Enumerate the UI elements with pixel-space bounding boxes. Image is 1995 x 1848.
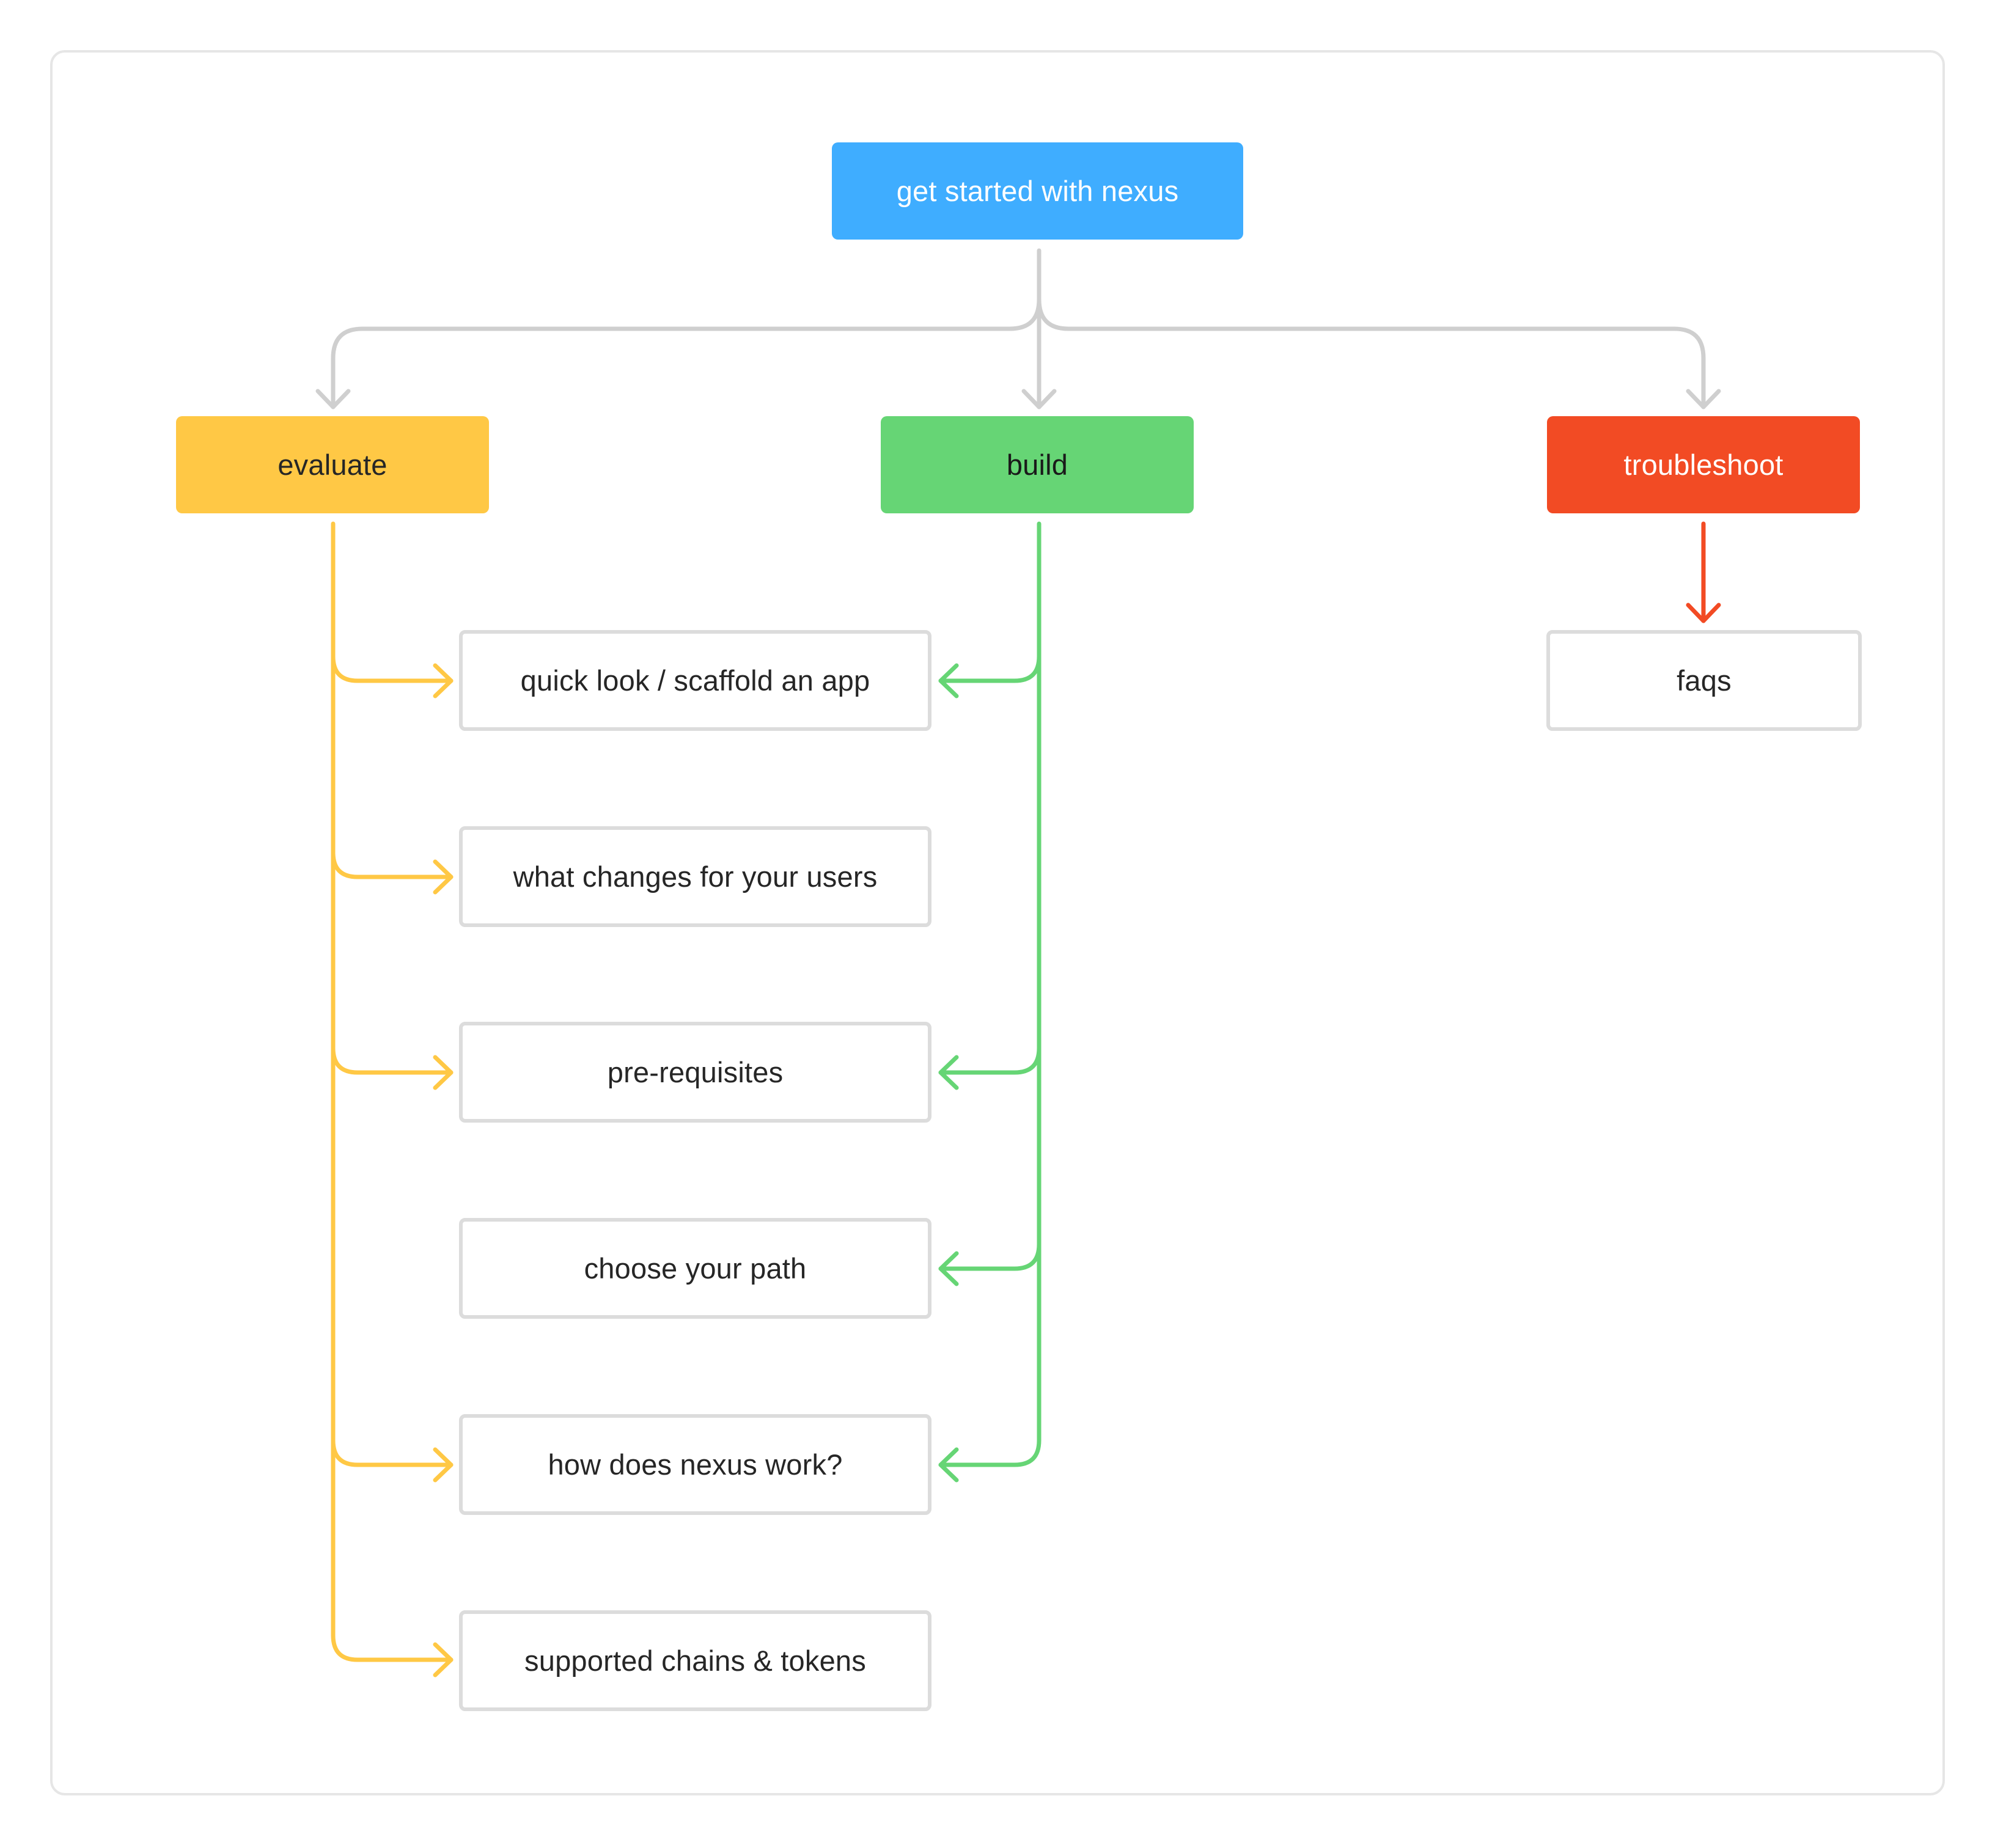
category-node-build[interactable]: build: [881, 416, 1194, 513]
build-arrow-4: [938, 1251, 959, 1286]
item-label: what changes for your users: [513, 860, 878, 893]
item-node-quick-look[interactable]: quick look / scaffold an app: [459, 630, 931, 731]
category-label-build: build: [1006, 449, 1068, 481]
item-node-choose-your-path[interactable]: choose your path: [459, 1218, 931, 1319]
item-label: supported chains & tokens: [524, 1645, 866, 1677]
evaluate-branch-2: [331, 850, 454, 879]
item-node-pre-requisites[interactable]: pre-requisites: [459, 1022, 931, 1123]
category-node-troubleshoot[interactable]: troubleshoot: [1547, 416, 1860, 513]
root-to-build-arrowhead: [1021, 389, 1057, 409]
item-label: how does nexus work?: [548, 1448, 843, 1481]
root-to-evaluate-line: [331, 297, 1042, 409]
troubleshoot-arrowhead: [1686, 603, 1721, 623]
build-branch-4: [938, 1242, 1042, 1271]
build-branch-3: [938, 1046, 1042, 1075]
item-node-faqs[interactable]: faqs: [1546, 630, 1862, 731]
root-to-troubleshoot-arrowhead: [1686, 389, 1721, 409]
evaluate-arrow-5: [433, 1447, 454, 1483]
root-to-evaluate-arrowhead: [315, 389, 351, 409]
build-connectors: [938, 521, 1042, 1483]
troubleshoot-connectors: [1686, 521, 1721, 623]
evaluate-branch-1: [331, 654, 454, 683]
evaluate-branch-3: [331, 1046, 454, 1075]
evaluate-arrow-2: [433, 859, 454, 895]
build-trunk-line: [938, 521, 1042, 1467]
root-to-troubleshoot-line: [1037, 297, 1706, 409]
item-label: pre-requisites: [607, 1056, 784, 1088]
build-branch-1: [938, 654, 1042, 683]
root-node-label: get started with nexus: [896, 175, 1179, 207]
item-node-supported-chains[interactable]: supported chains & tokens: [459, 1610, 931, 1711]
category-node-evaluate[interactable]: evaluate: [176, 416, 489, 513]
item-label: quick look / scaffold an app: [520, 664, 870, 697]
item-label: faqs: [1677, 664, 1732, 697]
build-arrow-5: [938, 1447, 959, 1483]
build-arrow-1: [938, 663, 959, 698]
category-label-evaluate: evaluate: [277, 449, 388, 481]
evaluate-branch-5: [331, 1438, 454, 1467]
evaluate-arrow-3: [433, 1055, 454, 1090]
build-arrow-3: [938, 1055, 959, 1090]
evaluate-arrow-6: [433, 1642, 454, 1678]
evaluate-connectors: [331, 521, 454, 1678]
item-node-how-does-nexus-work[interactable]: how does nexus work?: [459, 1414, 931, 1515]
diagram-frame: [50, 50, 1945, 1795]
evaluate-trunk-line: [331, 521, 454, 1662]
item-label: choose your path: [584, 1252, 807, 1285]
root-node-get-started[interactable]: get started with nexus: [832, 142, 1243, 240]
category-label-troubleshoot: troubleshoot: [1623, 449, 1784, 481]
root-connectors: [315, 248, 1721, 409]
item-node-what-changes[interactable]: what changes for your users: [459, 826, 931, 927]
evaluate-arrow-1: [433, 663, 454, 698]
